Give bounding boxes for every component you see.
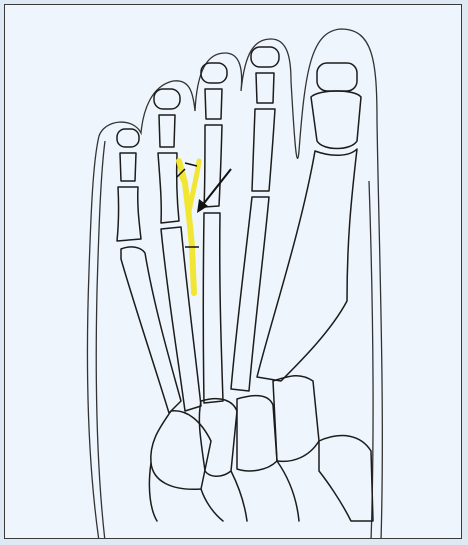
fifth-toe-bones — [117, 129, 181, 413]
highlighted-nerve — [179, 161, 199, 293]
great-toe-bones — [257, 63, 361, 381]
foot-skin-outline — [87, 29, 382, 538]
third-toe-bones — [201, 63, 227, 403]
foot-skeleton-illustration — [5, 5, 461, 538]
foot-diagram-panel — [4, 4, 462, 539]
second-toe-bones — [231, 47, 279, 391]
